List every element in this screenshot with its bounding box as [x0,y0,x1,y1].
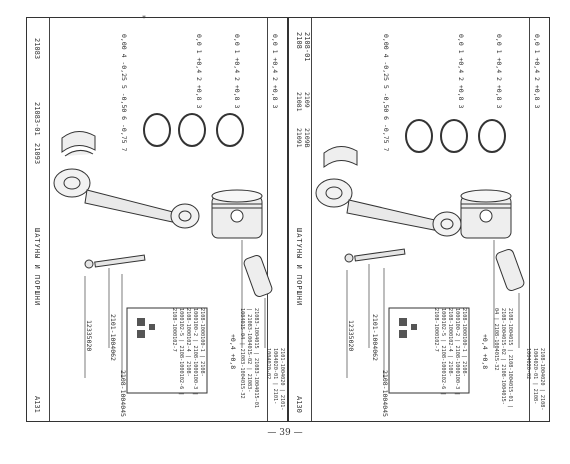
rod-assembly-icon [137,318,155,338]
bolt-drawing [84,254,146,269]
piston-part-list: 21083-1004015 | 21083-1004015-01 | 21083… [239,308,259,408]
leader-lines [346,240,520,378]
pin-part-list: 2101-1004020 | 2101-1004020-01 | 2101-10… [265,348,285,411]
bearing-size-list: 0,00 4 -0,25 5 -0,50 6 -0,75 7 [120,34,128,152]
page-number: — 39 — [267,428,303,438]
piston-rings-drawing [405,119,506,153]
bearing-shell-drawing [323,146,358,169]
parts-drawing [53,113,273,394]
rod-assembly-box [388,307,470,394]
piston-rings-drawing [143,113,244,147]
parts-drawing [315,119,525,394]
bolt-drawing [344,248,406,263]
rod-assembly-icon [399,318,417,338]
bolt-part-number: 12335020 [347,320,355,352]
rod-set-part-list: 2108-1000100-1 | 2108-1000100-2 | 2108-1… [433,308,467,396]
rod-set-part-list: 2108-1000100-1 | 2108-1000100-2 | 2108-1… [171,308,205,396]
piston-drawing [460,189,512,239]
ring-size-list-2: 0,0 1 +0,4 2 +0,8 3 [495,34,503,109]
page-column-divider [311,18,312,421]
print-mark: * [142,14,146,23]
piston-size-list: +0,4 +0,8 [229,334,237,370]
page-column-divider [529,18,530,421]
pin-part-list: 2108-1004020 | 2108-1004020-01 | 2108-10… [525,348,545,411]
piston-size-list: +0,4 +0,8 [481,334,489,370]
connecting-rod-drawing [315,178,462,237]
page-column-divider [267,18,268,421]
catalog-page-left: 21083 21083-01 21093 ШАТУНЫ И ПОРШНИ A13… [26,17,288,422]
catalog-spread: 21083 21083-01 21093 ШАТУНЫ И ПОРШНИ A13… [26,17,550,422]
liner-part-number: 2108-1004045 [381,370,389,417]
ring-size-list-3: 0,0 1 +0,4 2 +0,8 3 [533,34,541,109]
rod-assembly-box [126,307,208,394]
piston-drawing [211,189,263,239]
connecting-rod-drawing [53,168,200,229]
bearing-size-list: 0,00 4 -0,25 5 -0,50 6 -0,75 7 [382,34,390,152]
piston-pin-drawing [495,249,525,291]
piston-pin-drawing [243,255,273,297]
bolt-part-number: 12335020 [85,320,93,352]
catalog-page-right: 2108 2108-01 21081 2109 21091 2109B ШАТУ… [288,17,550,422]
page-column-divider [49,18,50,421]
rod-part-number: 2101-1004062 [371,314,379,361]
ring-size-list-2: 0,0 1 +0,4 2 +0,8 3 [233,34,241,109]
liner-part-number: 2108-1004045 [119,370,127,417]
piston-part-list: 2108-1004015 | 2108-1004015-01 | 2108-10… [493,308,513,408]
ring-size-list-1: 0,0 1 +0,4 2 +0,8 3 [457,34,465,109]
leader-lines [84,240,266,378]
bearing-shell-drawing [61,131,96,157]
ring-size-list-1: 0,0 1 +0,4 2 +0,8 3 [195,34,203,109]
rod-part-number: 2101-1004062 [109,314,117,361]
ring-size-list-3: 0,0 1 +0,4 2 +0,8 3 [271,34,279,109]
